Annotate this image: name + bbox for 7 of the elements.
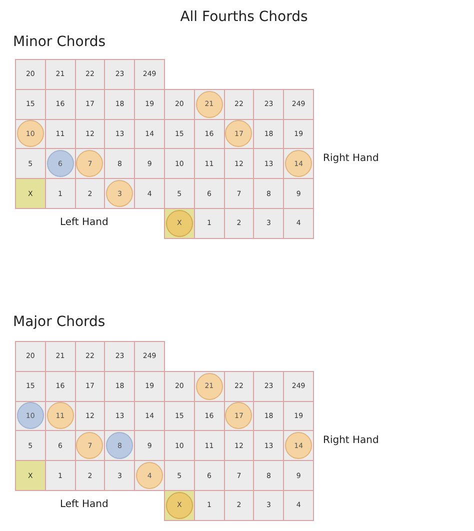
hand-label: Right Hand — [323, 435, 379, 446]
section-heading: Minor Chords — [13, 34, 106, 50]
diagram-title: All Fourths Chords — [179, 9, 309, 26]
hand-label: Left Hand — [60, 499, 108, 510]
hand-label: Right Hand — [323, 153, 379, 164]
hand-label: Left Hand — [60, 217, 108, 228]
section-heading: Major Chords — [13, 314, 106, 330]
